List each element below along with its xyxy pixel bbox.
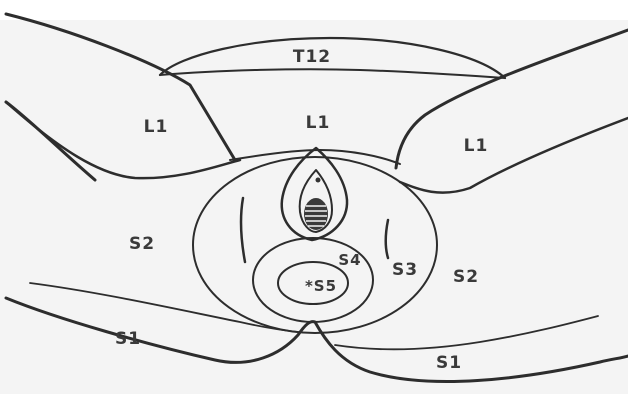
label-l1-left: L1 xyxy=(144,117,169,137)
label-s4: S4 xyxy=(338,251,361,269)
label-s1-left: S1 xyxy=(115,329,141,349)
hatched-center xyxy=(304,198,328,230)
label-s2-left: S2 xyxy=(129,234,155,254)
label-l1-right: L1 xyxy=(464,136,489,156)
label-t12: T12 xyxy=(293,47,331,67)
small-dot xyxy=(316,178,321,183)
label-l1-center: L1 xyxy=(306,113,331,133)
label-s3: S3 xyxy=(392,260,418,280)
label-s1-right: S1 xyxy=(436,353,462,373)
label-s5: *S5 xyxy=(305,277,337,295)
top-margin xyxy=(0,0,628,20)
label-s2-right: S2 xyxy=(453,267,479,287)
